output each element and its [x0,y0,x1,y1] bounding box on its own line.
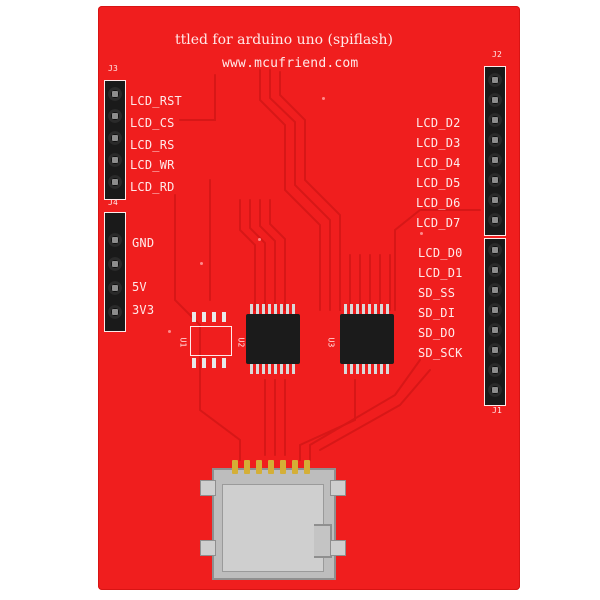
header-pin [108,131,122,145]
label-lcd-d0: LCD_D0 [418,246,463,260]
u2-chip [246,304,300,374]
via [322,97,325,100]
via [168,330,171,333]
header-pin [108,281,122,295]
via [258,238,261,241]
header-pin [108,153,122,167]
header-pin [488,323,502,337]
label-lcd-d5: LCD_D5 [416,176,461,190]
label-3v3: 3V3 [132,303,155,317]
label-lcd-d3: LCD_D3 [416,136,461,150]
header-pin [108,233,122,247]
header-pin [488,243,502,257]
label-lcd-rs: LCD_RS [130,138,175,152]
board-title-mirrored: ttled for arduino uno (spiflash) [175,32,393,48]
header-pin [488,383,502,397]
header-pin [108,109,122,123]
designator-u3: U3 [326,337,336,348]
label-lcd-d7: LCD_D7 [416,216,461,230]
label-sd-do: SD_DO [418,326,456,340]
label-lcd-cs: LCD_CS [130,116,175,130]
via [200,262,203,265]
label-gnd: GND [132,236,155,250]
sd-mount-tab [330,480,346,496]
designator-j2: J2 [492,50,503,59]
left-header-lcd-control [104,80,126,200]
label-lcd-d4: LCD_D4 [416,156,461,170]
header-pin [108,257,122,271]
right-header-data-high [484,66,506,236]
label-sd-di: SD_DI [418,306,456,320]
label-lcd-d6: LCD_D6 [416,196,461,210]
label-lcd-rst: LCD_RST [130,94,182,108]
label-lcd-d1: LCD_D1 [418,266,463,280]
via [420,232,423,235]
header-pin [488,213,502,227]
header-pin [488,113,502,127]
header-pin [488,283,502,297]
header-pin [108,87,122,101]
label-sd-ss: SD_SS [418,286,456,300]
header-pin [488,93,502,107]
header-pin [488,363,502,377]
designator-j4: J4 [108,198,119,207]
left-header-power [104,212,126,332]
header-pin [108,175,122,189]
sd-mount-tab [330,540,346,556]
header-pin [488,343,502,357]
designator-u2: U2 [236,337,246,348]
microsd-card-slot [212,460,336,580]
designator-j3: J3 [108,64,119,73]
board-website: www.mcufriend.com [222,56,359,71]
sd-mount-tab [200,540,216,556]
designator-u1: U1 [178,337,188,348]
right-header-data-low [484,238,506,406]
label-sd-sck: SD_SCK [418,346,463,360]
header-pin [488,263,502,277]
label-lcd-d2: LCD_D2 [416,116,461,130]
header-pin [488,133,502,147]
header-pin [488,73,502,87]
header-pin [488,193,502,207]
label-lcd-rd: LCD_RD [130,180,175,194]
u3-chip [340,304,394,374]
u1-footprint [188,312,238,370]
header-pin [488,173,502,187]
header-pin [488,303,502,317]
header-pin [488,153,502,167]
designator-j1: J1 [492,406,503,415]
sd-mount-tab [200,480,216,496]
label-lcd-wr: LCD_WR [130,158,175,172]
label-5v: 5V [132,280,147,294]
header-pin [108,305,122,319]
